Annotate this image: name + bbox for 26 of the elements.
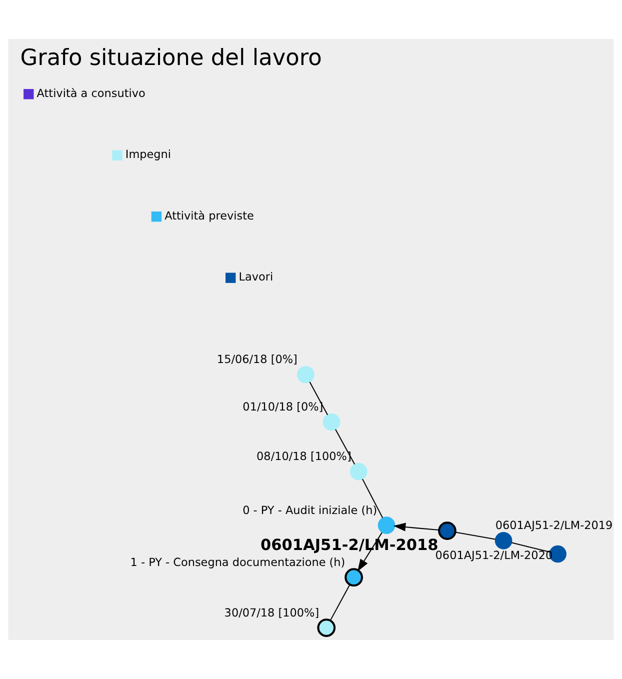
legend-label: Attività previste	[164, 209, 254, 222]
node-label: 1 - PY - Consegna documentazione (h)	[130, 556, 346, 569]
node-circle	[297, 366, 314, 384]
arrow	[393, 522, 439, 532]
node-circle	[378, 516, 396, 534]
legend-label: Impegni	[125, 148, 172, 162]
node-circle	[344, 568, 363, 587]
node-circle	[494, 532, 512, 550]
diagram-title: Grafo situazione del lavoro	[20, 45, 322, 72]
node-label: 08/10/18 [100%]	[256, 450, 352, 464]
node-label: 0 - PY - Audit iniziale (h)	[242, 504, 378, 517]
node-label: 0601AJ51-2/LM-2019	[495, 519, 613, 532]
node-label: 15/06/18 [0%]	[216, 353, 298, 366]
connector	[335, 429, 356, 464]
connector	[455, 532, 496, 540]
node-label: 30/07/18 [100%]	[224, 606, 320, 620]
node-circle	[322, 413, 340, 431]
legend-label: Attività a consutivo	[36, 86, 146, 100]
node-label: 01/10/18 [0%]	[242, 400, 324, 414]
connector	[330, 584, 350, 621]
node-circle	[438, 522, 456, 540]
connector	[309, 382, 328, 416]
node-circle	[317, 618, 336, 637]
connector	[362, 478, 384, 518]
node-circle	[350, 462, 368, 480]
legend-label: Lavori	[238, 270, 274, 284]
